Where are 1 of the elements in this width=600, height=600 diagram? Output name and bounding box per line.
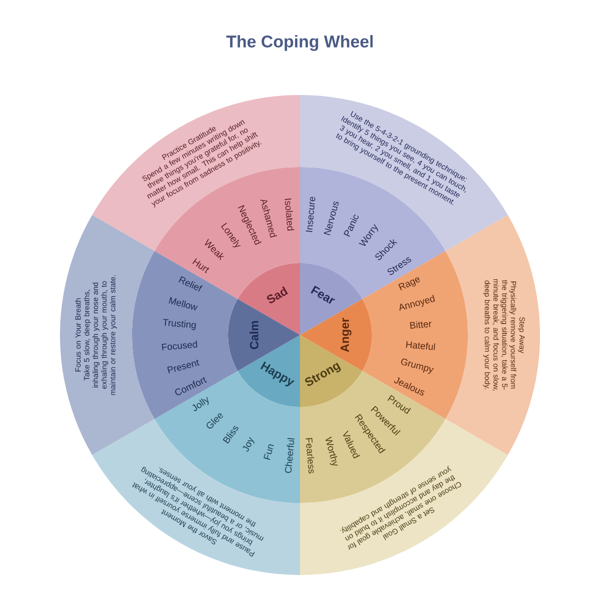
title: The Coping Wheel bbox=[226, 35, 373, 51]
